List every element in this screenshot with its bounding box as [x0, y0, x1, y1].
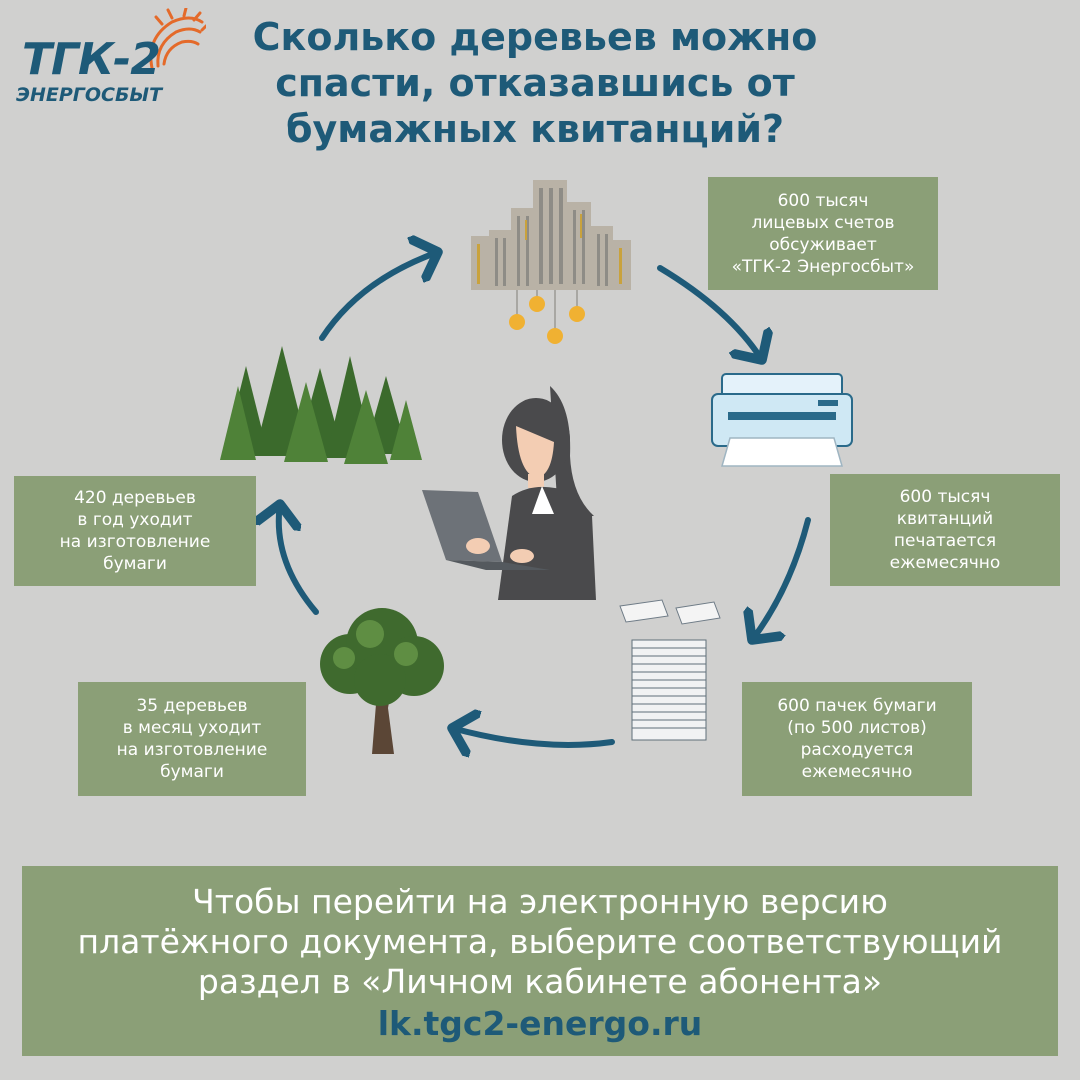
info-text: обсуживает [769, 234, 877, 255]
company-logo: ТГК-2 ЭНЕРГОСБЫТ [14, 8, 206, 108]
title-line: Сколько деревьев можно [252, 15, 818, 59]
cycle-arrow-icon [452, 728, 615, 745]
info-text: в месяц уходит [122, 718, 262, 738]
page-title: Сколько деревьев можно спасти, отказавши… [210, 14, 860, 152]
oak-tree-icon [320, 608, 444, 754]
title-line: бумажных квитанций? [285, 107, 785, 151]
light-bulbs-icon [509, 296, 585, 344]
city-buildings-icon [471, 180, 631, 344]
title-line: спасти, отказавшись от [275, 61, 795, 105]
printer-icon [711, 373, 853, 467]
info-text: расходуется [800, 740, 914, 760]
info-text: в год уходит [77, 510, 193, 530]
info-box-trees-month: 35 деревьев в месяц уходит на изготовлен… [78, 682, 306, 796]
info-box-accounts: 600 тысяч лицевых счетов обсуживает «ТГК… [708, 177, 938, 290]
cycle-arrow-icon [752, 517, 811, 640]
personal-account-link[interactable]: lk.tgc2-energo.ru [377, 1004, 703, 1043]
info-text: печатается [893, 531, 997, 551]
info-text: бумаги [160, 762, 224, 782]
info-text: бумаги [103, 554, 167, 574]
info-text: на изготовление [116, 740, 268, 760]
info-text: 420 деревьев [74, 488, 196, 508]
info-box-receipts: 600 тысяч квитанций печатается ежемесячн… [830, 474, 1060, 586]
sun-rays-icon [149, 8, 206, 70]
call-to-action-banner: Чтобы перейти на электронную версию плат… [22, 866, 1058, 1056]
cycle-arrow-icon [319, 252, 438, 341]
info-text: ежемесячно [801, 762, 913, 782]
info-text: (по 500 листов) [787, 718, 927, 738]
info-text: «ТГК-2 Энергосбыт» [731, 256, 915, 277]
banner-text: платёжного документа, выберите соответст… [77, 922, 1003, 961]
info-text: ежемесячно [889, 553, 1001, 573]
info-text: 600 тысяч [777, 190, 869, 211]
info-text: квитанций [896, 509, 994, 529]
info-text: 600 тысяч [899, 487, 991, 507]
logo-main-text: ТГК-2 [22, 34, 161, 85]
cycle-arrow-icon [279, 504, 319, 615]
info-box-trees-year: 420 деревьев в год уходит на изготовлени… [14, 476, 256, 586]
info-box-paper-packs: 600 пачек бумаги (по 500 листов) расходу… [742, 682, 972, 796]
woman-laptop-icon [422, 386, 596, 600]
cycle-arrow-icon [657, 265, 762, 360]
info-text: 600 пачек бумаги [777, 696, 937, 716]
info-text: лицевых счетов [751, 212, 895, 233]
paper-stack-icon [619, 599, 721, 741]
banner-text: Чтобы перейти на электронную версию [192, 882, 888, 921]
pine-forest-icon [220, 346, 422, 464]
info-text: на изготовление [59, 532, 211, 552]
info-text: 35 деревьев [136, 696, 248, 716]
logo-sub-text: ЭНЕРГОСБЫТ [16, 84, 163, 106]
banner-text: раздел в «Личном кабинете абонента» [197, 962, 883, 1001]
cycle-arrows [0, 0, 811, 860]
